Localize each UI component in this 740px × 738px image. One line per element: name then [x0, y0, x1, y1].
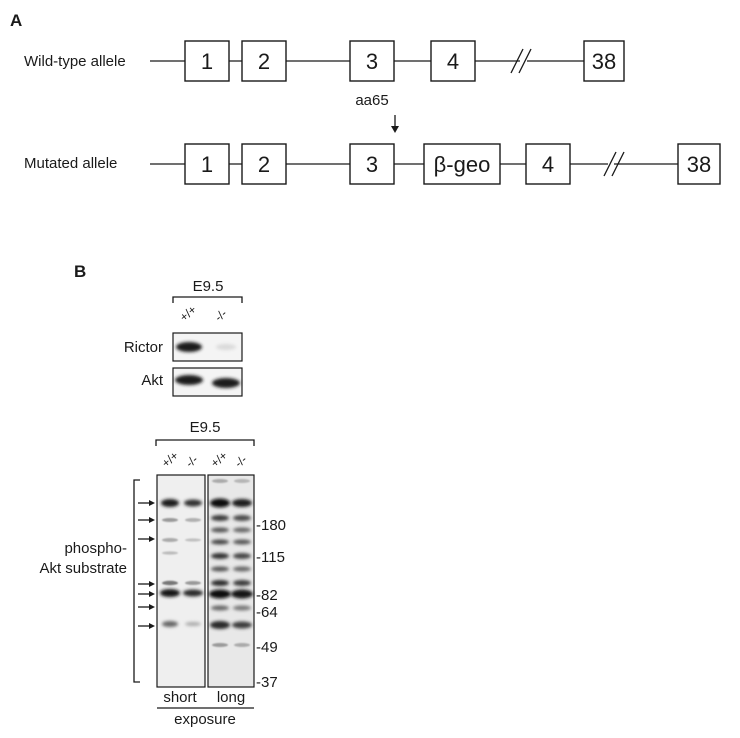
mutated-exon-2: 2 — [241, 143, 287, 185]
svg-text:2: 2 — [258, 152, 270, 177]
short-exposure-gel — [156, 474, 206, 688]
insertion-label: aa65 — [355, 92, 388, 109]
top-blot-bracket — [172, 296, 243, 303]
bottom-genotype-long-ko: -/- — [232, 452, 250, 470]
wildtype-exon-3: 3 — [349, 40, 395, 82]
band-arrow-icon — [138, 517, 155, 523]
bottom-blot-stage-label: E9.5 — [190, 419, 221, 436]
exposure-label: exposure — [174, 711, 236, 728]
band-arrow-icon — [138, 581, 155, 587]
svg-text:4: 4 — [542, 152, 554, 177]
svg-text:2: 2 — [258, 49, 270, 74]
mw-marker-37: -37 — [256, 674, 278, 691]
svg-text:3: 3 — [366, 152, 378, 177]
mutated-exon-3: 3 — [349, 143, 395, 185]
svg-text:4: 4 — [447, 49, 459, 74]
svg-text:1: 1 — [201, 152, 213, 177]
bottom-blot-bracket — [155, 439, 255, 446]
mw-marker-82: -82 — [256, 587, 278, 604]
wildtype-exon-38: 38 — [583, 40, 625, 82]
akt-substrate-label: Akt substrate — [39, 560, 127, 577]
bottom-genotype-long-wt: +/+ — [208, 448, 230, 470]
mw-marker-64: -64 — [256, 604, 278, 621]
wildtype-exon-1: 1 — [184, 40, 230, 82]
rictor-row-label: Rictor — [124, 339, 163, 356]
phospho-label: phospho- — [64, 540, 127, 557]
wildtype-allele-label: Wild-type allele — [24, 53, 126, 70]
mw-marker-49: -49 — [256, 639, 278, 656]
rictor-blot-strip — [172, 332, 243, 362]
wildtype-exon-2: 2 — [241, 40, 287, 82]
mw-marker-115: -115 — [256, 549, 285, 566]
long-exposure-gel — [207, 474, 255, 688]
short-exposure-label: short — [163, 689, 197, 706]
svg-text:β-geo: β-geo — [434, 152, 491, 177]
wildtype-allele-diagram: 1 2 3 4 38 — [150, 40, 625, 82]
mutated-allele-diagram: 1 2 3 β-geo 4 38 — [150, 143, 721, 185]
band-arrow-icon — [138, 591, 155, 597]
bottom-genotype-short-wt: +/+ — [159, 448, 181, 470]
wildtype-break-symbol — [510, 48, 532, 74]
band-arrow-icon — [138, 536, 155, 542]
mutated-beta-geo-cassette: β-geo — [423, 143, 501, 185]
panel-b-letter: B — [74, 262, 86, 281]
top-genotype-ko: -/- — [212, 306, 230, 324]
long-exposure-label: long — [217, 689, 245, 706]
wildtype-exon-4: 4 — [430, 40, 476, 82]
svg-text:38: 38 — [687, 152, 711, 177]
band-arrows — [138, 500, 155, 629]
mutated-break-symbol — [603, 151, 625, 177]
svg-text:38: 38 — [592, 49, 616, 74]
mutated-exon-1: 1 — [184, 143, 230, 185]
band-arrow-icon — [138, 623, 155, 629]
band-arrow-icon — [138, 500, 155, 506]
bottom-genotype-short-ko: -/- — [183, 452, 201, 470]
mutated-allele-label: Mutated allele — [24, 155, 117, 172]
akt-row-label: Akt — [141, 372, 164, 389]
mw-marker-180: -180 — [256, 517, 286, 534]
svg-text:3: 3 — [366, 49, 378, 74]
top-blot-stage-label: E9.5 — [193, 278, 224, 295]
svg-text:1: 1 — [201, 49, 213, 74]
insertion-arrow-icon — [391, 115, 399, 133]
mutated-exon-4: 4 — [525, 143, 571, 185]
mutated-exon-38: 38 — [677, 143, 721, 185]
top-genotype-wt: +/+ — [177, 302, 199, 324]
substrate-bracket — [133, 479, 140, 683]
akt-blot-strip — [172, 367, 243, 397]
band-arrow-icon — [138, 604, 155, 610]
panel-a-letter: A — [10, 11, 22, 30]
